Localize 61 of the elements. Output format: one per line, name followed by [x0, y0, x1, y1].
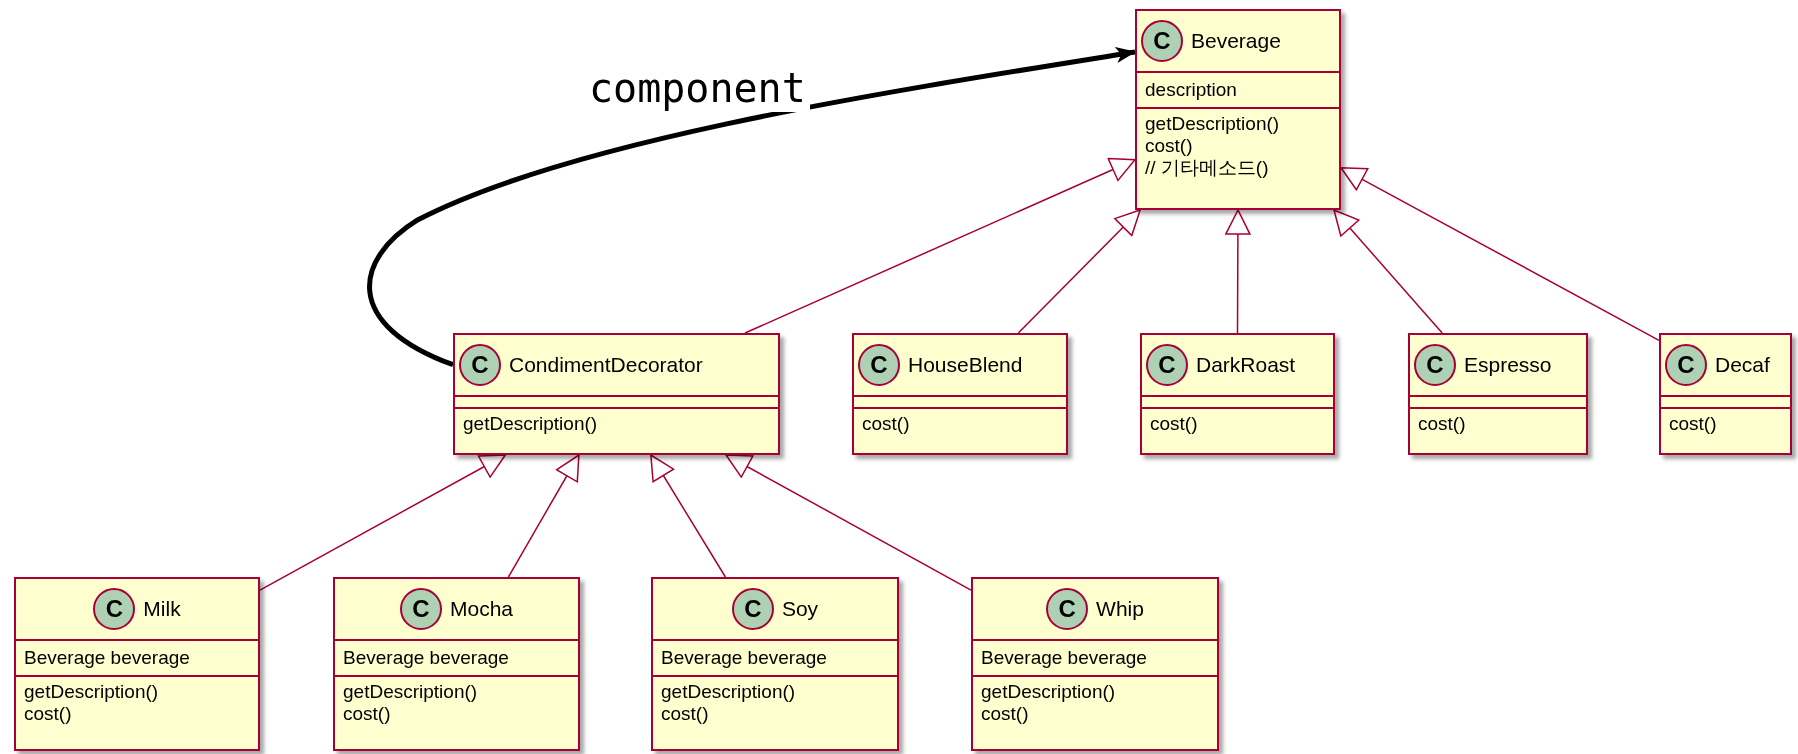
inheritance-arrow — [1017, 209, 1141, 334]
class-box — [852, 333, 1068, 455]
class-name: Beverage — [1191, 28, 1281, 55]
attribute-text: Beverage beverage — [981, 646, 1148, 670]
method-text: getDescription() — [981, 681, 1117, 703]
class-box — [1408, 333, 1588, 455]
class-box — [1140, 333, 1335, 455]
class-name: DarkRoast — [1196, 352, 1296, 379]
inheritance-arrow — [1333, 209, 1443, 334]
method-text: getDescription() — [463, 413, 599, 435]
class-name: Decaf — [1715, 352, 1770, 379]
attribute-text: Beverage beverage — [343, 646, 510, 670]
inheritance-arrow — [650, 454, 727, 578]
class-box — [651, 577, 899, 751]
class-icon: C — [459, 344, 501, 386]
class-icon: C — [1046, 588, 1089, 630]
class-icon: C — [93, 588, 136, 630]
class-name: Soy — [781, 596, 819, 623]
class-icon: C — [1414, 344, 1456, 386]
class-icon: C — [1146, 344, 1188, 386]
class-box — [971, 577, 1219, 751]
method-text: cost() — [1418, 413, 1467, 435]
method-text: // 기타메소드() — [1145, 157, 1270, 179]
class-name: Mocha — [450, 596, 513, 623]
class-icon: C — [731, 588, 774, 630]
method-text: cost() — [862, 413, 911, 435]
class-box — [333, 577, 580, 751]
inheritance-arrow — [744, 157, 1136, 334]
method-text: cost() — [1150, 413, 1199, 435]
association-arrow — [367, 47, 1136, 368]
attribute-text: Beverage beverage — [24, 646, 191, 670]
method-text: getDescription() — [343, 681, 479, 703]
class-icon: C — [858, 344, 900, 386]
method-text: cost() — [1145, 135, 1194, 157]
attribute-text: Beverage beverage — [661, 646, 828, 670]
class-box — [1659, 333, 1792, 455]
inheritance-arrow — [1225, 209, 1251, 334]
method-text: cost() — [24, 703, 73, 725]
method-text: cost() — [981, 703, 1030, 725]
method-text: getDescription() — [661, 681, 797, 703]
class-name: HouseBlend — [908, 352, 1023, 379]
class-icon: C — [1665, 344, 1707, 386]
class-icon: C — [1141, 20, 1183, 62]
attribute-text: description — [1145, 78, 1238, 102]
inheritance-arrow — [259, 454, 507, 591]
method-text: cost() — [1669, 413, 1718, 435]
method-text: getDescription() — [24, 681, 160, 703]
method-text: cost() — [661, 703, 710, 725]
class-icon: C — [400, 588, 442, 630]
class-box — [1135, 9, 1341, 210]
class-name: Milk — [143, 596, 181, 623]
class-name: CondimentDecorator — [509, 352, 703, 379]
class-box — [14, 577, 260, 751]
inheritance-arrow — [725, 454, 972, 591]
inheritance-arrow — [507, 454, 580, 578]
class-box — [453, 333, 780, 455]
class-name: Whip — [1096, 596, 1144, 623]
method-text: getDescription() — [1145, 113, 1281, 135]
method-text: cost() — [343, 703, 392, 725]
class-name: Espresso — [1464, 352, 1552, 379]
inheritance-arrow — [1340, 167, 1660, 342]
